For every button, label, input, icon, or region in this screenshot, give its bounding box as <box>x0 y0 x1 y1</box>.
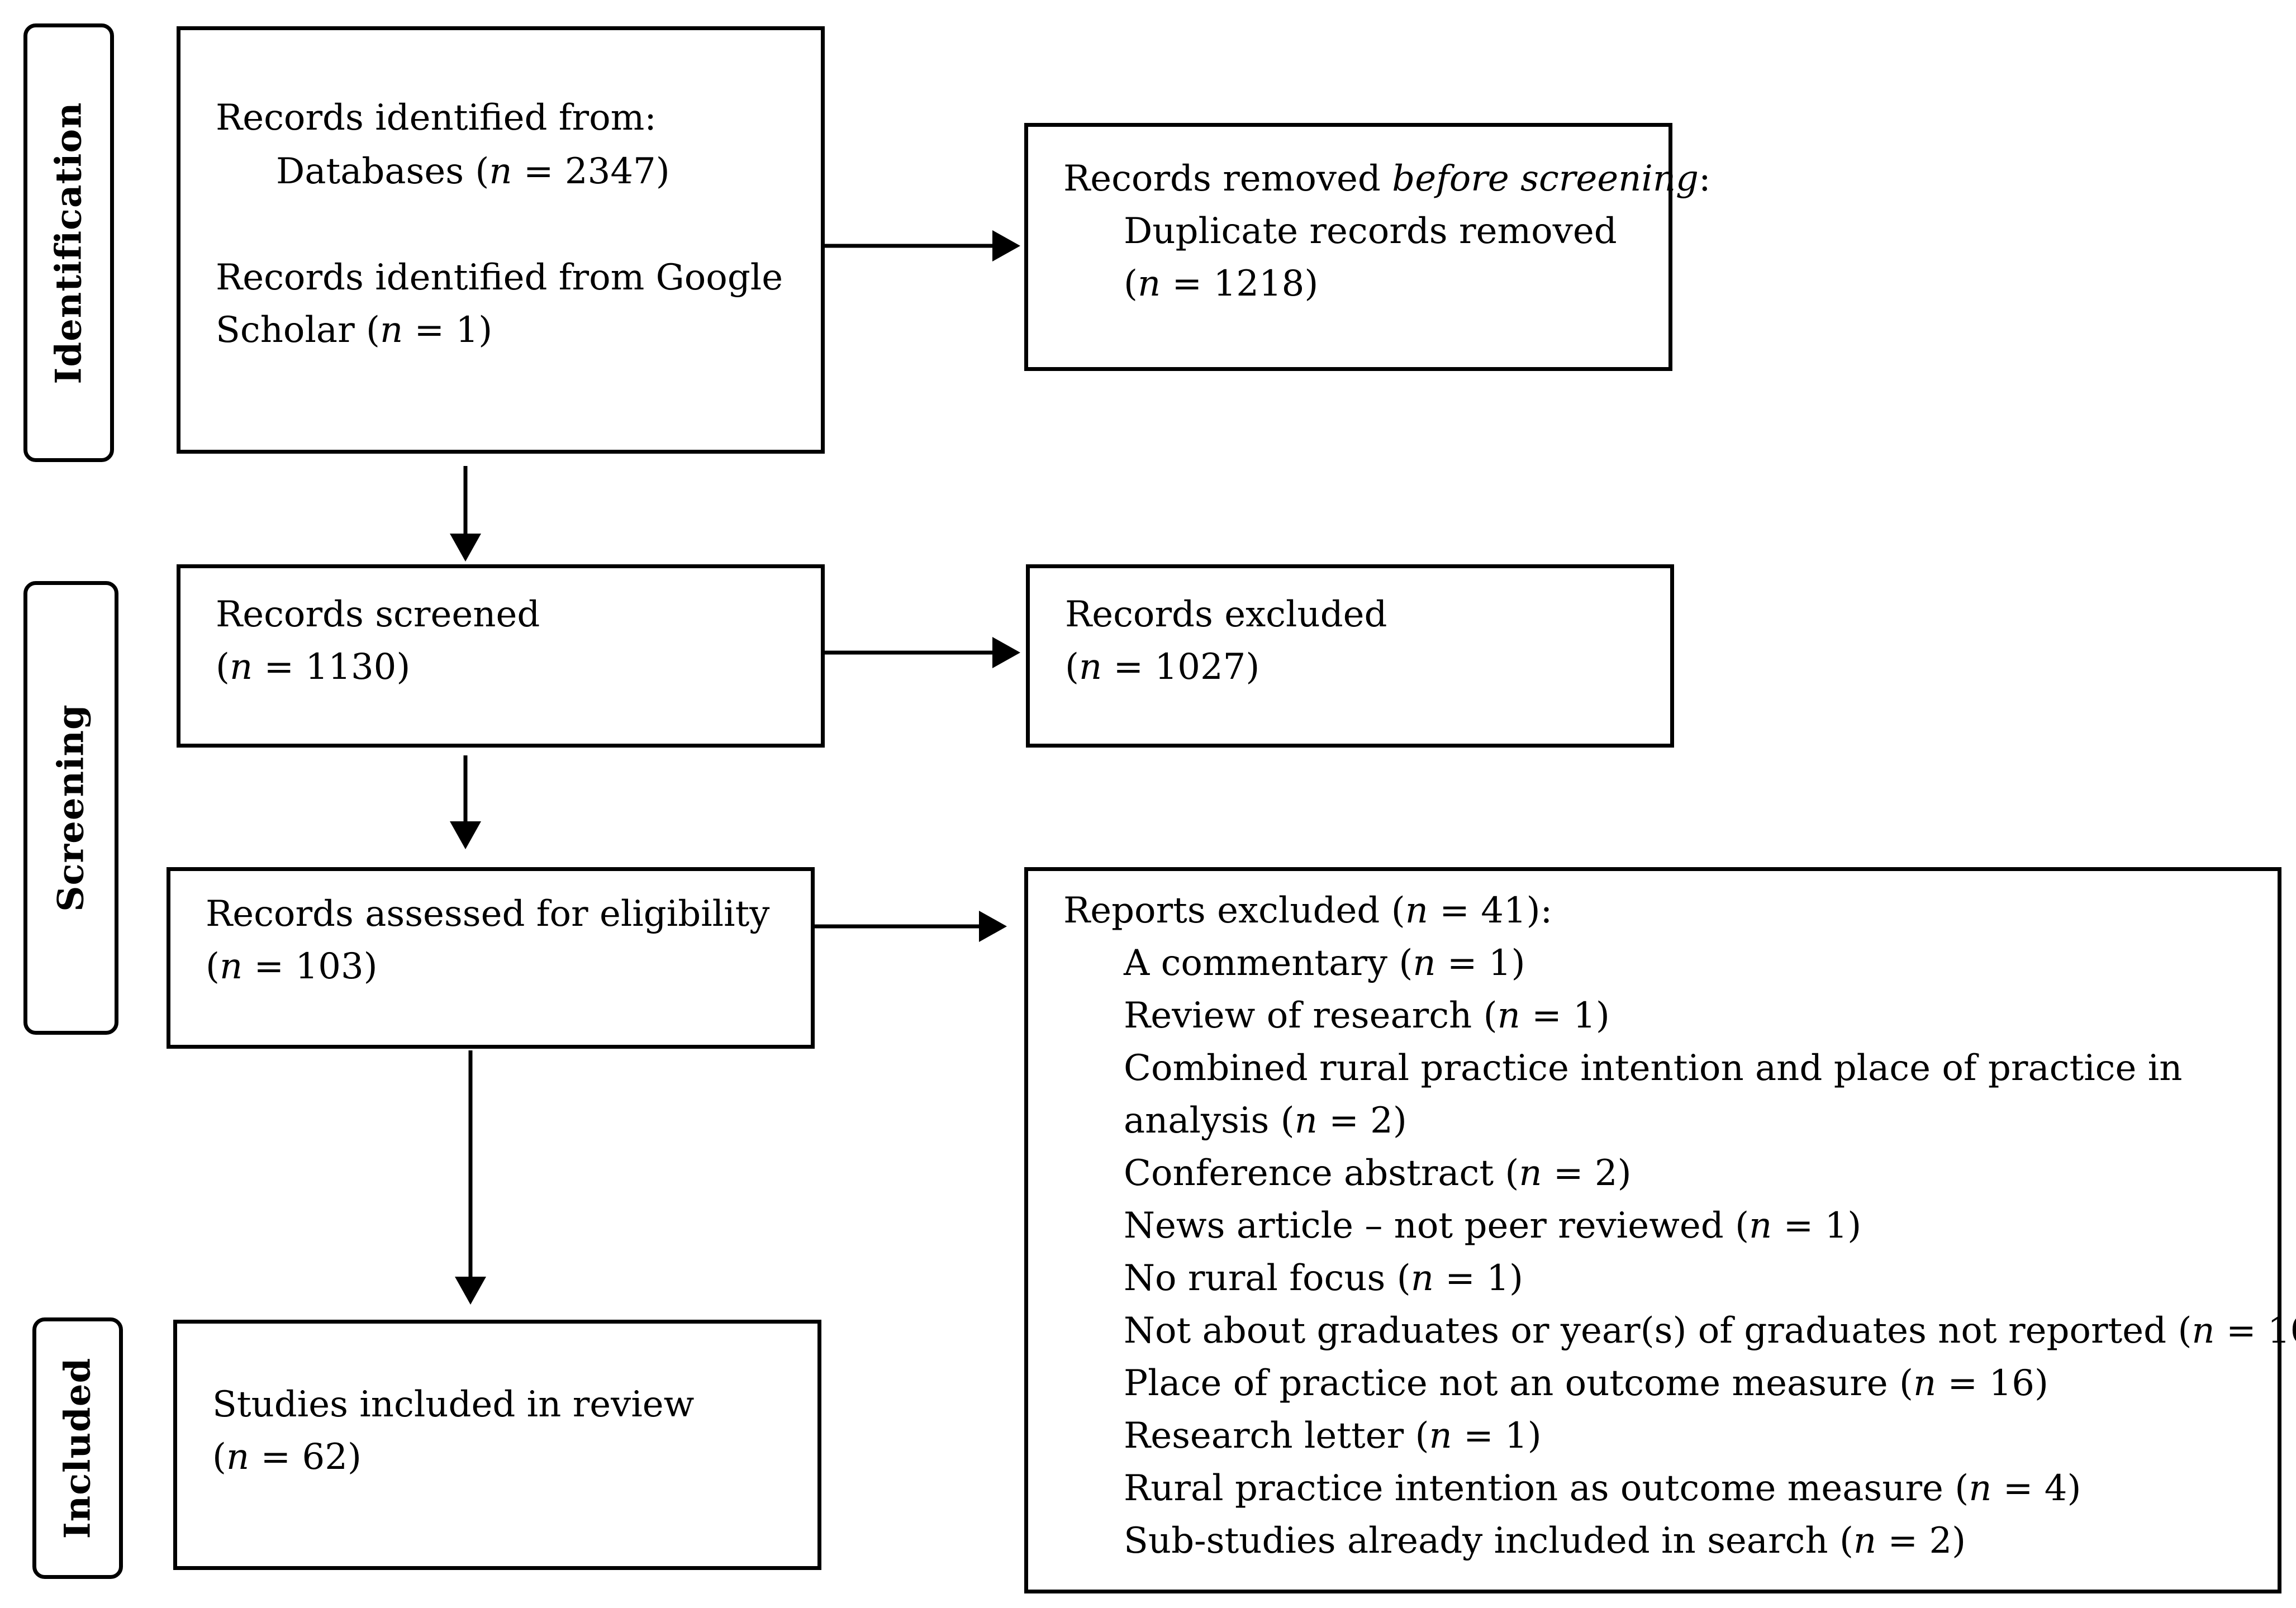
eligibility-box: Records assessed for eligibility (n = 10… <box>167 867 815 1049</box>
arrow-identified-to-removed <box>825 230 1020 261</box>
studies-included-box: Studies included in review (n = 62) <box>173 1320 821 1570</box>
phase-screening: Screening <box>23 581 118 1035</box>
exclusion-reason: News article – not peer reviewed (n = 1) <box>1124 1205 1862 1247</box>
records-excluded-count: (n = 1027) <box>1065 646 1260 688</box>
duplicate-records-line: Duplicate records removed <box>1124 211 1617 252</box>
eligibility-title: Records assessed for eligibility <box>206 893 770 935</box>
exclusion-reason: Not about graduates or year(s) of gradua… <box>1124 1310 2296 1352</box>
studies-included-title: Studies included in review <box>212 1384 695 1425</box>
records-excluded-box: Records excluded (n = 1027) <box>1026 564 1674 748</box>
exclusion-reason: Conference abstract (n = 2) <box>1124 1153 1632 1194</box>
duplicate-records-count: (n = 1218) <box>1124 263 1319 305</box>
phase-included: Included <box>32 1317 123 1579</box>
reports-excluded-box: Reports excluded (n = 41): A commentary … <box>1024 867 2296 1593</box>
exclusion-reason: Place of practice not an outcome measure… <box>1124 1363 2048 1404</box>
phase-identification: Identification <box>23 23 114 462</box>
exclusion-reason: A commentary (n = 1) <box>1124 943 1525 984</box>
exclusion-reason: Rural practice intention as outcome meas… <box>1124 1468 2081 1509</box>
records-screened-title: Records screened <box>216 594 540 635</box>
google-scholar-line: Records identified from Google <box>216 257 783 298</box>
databases-count: Databases (n = 2347) <box>276 151 670 192</box>
exclusion-reason: Sub-studies already included in search (… <box>1124 1520 1966 1562</box>
records-removed-title: Records removed before screening: <box>1063 158 1711 199</box>
records-identified-box: Records identified from: Databases (n = … <box>177 26 825 454</box>
records-removed-box: Records removed before screening: Duplic… <box>1024 123 1711 371</box>
arrow-screened-to-excluded <box>825 637 1020 668</box>
arrow-eligibility-to-included <box>455 1050 486 1305</box>
reports-excluded-title: Reports excluded (n = 41): <box>1063 890 1553 931</box>
records-identified-title: Records identified from: <box>216 97 657 139</box>
studies-included-count: (n = 62) <box>212 1436 362 1478</box>
records-excluded-title: Records excluded <box>1065 594 1387 635</box>
records-screened-count: (n = 1130) <box>216 646 411 688</box>
exclusion-reason: Review of research (n = 1) <box>1124 995 1610 1036</box>
exclusion-reason: No rural focus (n = 1) <box>1124 1258 1523 1299</box>
eligibility-count: (n = 103) <box>206 946 378 987</box>
arrow-eligibility-to-reports-excluded <box>815 911 1007 942</box>
google-scholar-count: Scholar (n = 1) <box>216 310 493 351</box>
exclusion-reason: Combined rural practice intention and pl… <box>1124 1048 2183 1089</box>
records-screened-box: Records screened (n = 1130) <box>177 564 825 748</box>
arrow-screened-to-eligibility <box>450 755 481 849</box>
exclusion-reason: Research letter (n = 1) <box>1124 1415 1542 1457</box>
exclusion-reason: analysis (n = 2) <box>1124 1100 1407 1141</box>
arrow-identified-to-screened <box>450 466 481 562</box>
